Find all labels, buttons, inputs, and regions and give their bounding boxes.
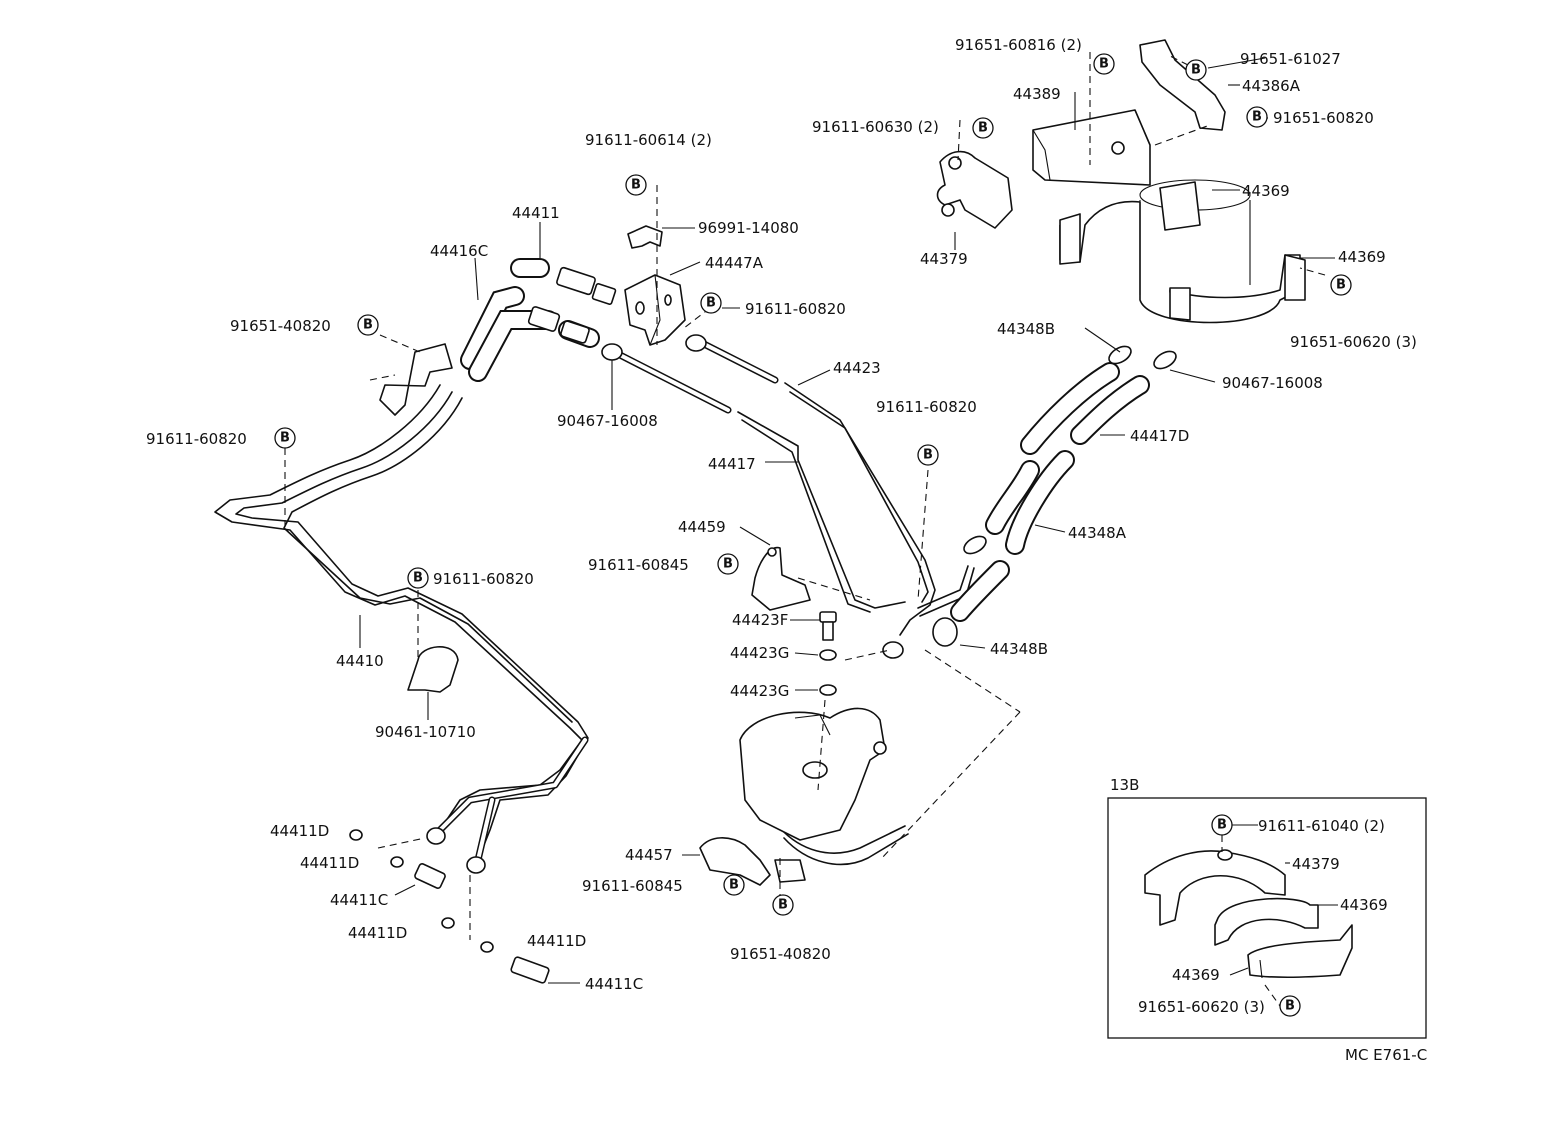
- svg-text:B: B: [363, 318, 373, 333]
- svg-text:B: B: [1336, 278, 1346, 293]
- label-91651-60816: 91651-60816 (2): [955, 36, 1082, 54]
- label-44423: 44423: [833, 359, 881, 377]
- svg-text:B: B: [923, 448, 933, 463]
- bolt-symbols: B B B B B B B B B B B B B B B B: [274, 53, 1352, 1017]
- label-44411C-2: 44411C: [585, 975, 643, 993]
- inset-13b: 13B 91611-61040 (2) 44379 44369 44369 91…: [1107, 776, 1427, 1039]
- part-labels: 91651-60816 (2) 91651-61027 44386A 44389…: [146, 36, 1417, 993]
- label-91651-61027: 91651-61027: [1240, 50, 1341, 68]
- bolt-symbol: B: [274, 427, 296, 449]
- label-91651-40820-bottom: 91651-40820: [730, 945, 831, 963]
- bolt-symbol: B: [1330, 274, 1352, 296]
- bolt-symbol: B: [357, 314, 379, 336]
- label-44423G-2: 44423G: [730, 682, 789, 700]
- inset-label-91651-60620: 91651-60620 (3): [1138, 998, 1265, 1016]
- rubber-hoses: [460, 258, 1150, 622]
- brake-tube-bundle: [214, 382, 975, 866]
- bolt-symbol: B: [717, 553, 739, 575]
- label-44411D-3: 44411D: [348, 924, 407, 942]
- inset-label-44369-a: 44369: [1340, 896, 1388, 914]
- bolt-symbol: B: [917, 444, 939, 466]
- metal-tubes: [436, 338, 779, 864]
- label-44417D: 44417D: [1130, 427, 1189, 445]
- label-91611-60820-left: 91611-60820: [146, 430, 247, 448]
- svg-text:B: B: [723, 557, 733, 572]
- label-91611-60845-bottom: 91611-60845: [582, 877, 683, 895]
- label-44379: 44379: [920, 250, 968, 268]
- bolt-symbol: B: [700, 292, 722, 314]
- svg-text:B: B: [413, 571, 423, 586]
- label-90461-10710: 90461-10710: [375, 723, 476, 741]
- label-44348B-top: 44348B: [997, 320, 1055, 338]
- bolt-symbol: B: [1185, 59, 1207, 81]
- svg-text:B: B: [1252, 110, 1262, 125]
- label-44410: 44410: [336, 652, 384, 670]
- label-44386A: 44386A: [1242, 77, 1301, 95]
- label-90467-16008-right: 90467-16008: [1222, 374, 1323, 392]
- label-44411: 44411: [512, 204, 560, 222]
- label-91651-60820-top: 91651-60820: [1273, 109, 1374, 127]
- label-91611-60820-a: 91611-60820: [745, 300, 846, 318]
- label-91611-60614: 91611-60614 (2): [585, 131, 712, 149]
- svg-text:B: B: [280, 431, 290, 446]
- bolt-symbol: B: [772, 894, 794, 916]
- label-44411D-1: 44411D: [270, 822, 329, 840]
- label-91611-60845-top: 91611-60845: [588, 556, 689, 574]
- label-91651-40820-left: 91651-40820: [230, 317, 331, 335]
- label-91611-60820-b: 91611-60820: [876, 398, 977, 416]
- bolt-symbol: B: [625, 174, 647, 196]
- bolt-symbol: B: [407, 567, 429, 589]
- label-44389: 44389: [1013, 85, 1061, 103]
- label-44411C-1: 44411C: [330, 891, 388, 909]
- label-44423F: 44423F: [732, 611, 788, 629]
- label-44423G-1: 44423G: [730, 644, 789, 662]
- svg-text:B: B: [729, 878, 739, 893]
- dashed-leaders: [284, 52, 1326, 940]
- bolt-symbol: B: [1093, 53, 1115, 75]
- inset-label-44369-b: 44369: [1172, 966, 1220, 984]
- bolt-symbol: B: [723, 874, 745, 896]
- parts: [349, 39, 1306, 984]
- svg-text:B: B: [1285, 999, 1295, 1014]
- label-44417: 44417: [708, 455, 756, 473]
- svg-text:B: B: [631, 178, 641, 193]
- bolt-symbol: B: [972, 117, 994, 139]
- label-90467-16008-mid: 90467-16008: [557, 412, 658, 430]
- label-91611-60820-c: 91611-60820: [433, 570, 534, 588]
- label-91651-60620: 91651-60620 (3): [1290, 333, 1417, 351]
- bolt-symbol: B: [1279, 995, 1301, 1017]
- svg-text:B: B: [1099, 57, 1109, 72]
- label-44416C: 44416C: [430, 242, 488, 260]
- svg-text:B: B: [978, 121, 988, 136]
- bolt-symbol: B: [1211, 814, 1233, 836]
- label-44411D-4: 44411D: [527, 932, 586, 950]
- label-96991-14080: 96991-14080: [698, 219, 799, 237]
- inset-label-44379: 44379: [1292, 855, 1340, 873]
- label-44369-right: 44369: [1338, 248, 1386, 266]
- svg-text:B: B: [1191, 63, 1201, 78]
- label-44457: 44457: [625, 846, 673, 864]
- bolt-symbol: B: [1246, 106, 1268, 128]
- label-44348B-bottom: 44348B: [990, 640, 1048, 658]
- inset-frame: [1107, 797, 1427, 1039]
- label-44459: 44459: [678, 518, 726, 536]
- svg-text:B: B: [706, 296, 716, 311]
- label-91611-60630: 91611-60630 (2): [812, 118, 939, 136]
- label-44411D-2: 44411D: [300, 854, 359, 872]
- svg-text:B: B: [1217, 818, 1227, 833]
- label-44369-top: 44369: [1242, 182, 1290, 200]
- svg-text:B: B: [778, 898, 788, 913]
- label-44348A: 44348A: [1068, 524, 1127, 542]
- label-44447A: 44447A: [705, 254, 764, 272]
- diagram-code: MC E761-C: [1345, 1046, 1427, 1064]
- inset-title: 13B: [1110, 776, 1139, 794]
- inset-label-91611-61040: 91611-61040 (2): [1258, 817, 1385, 835]
